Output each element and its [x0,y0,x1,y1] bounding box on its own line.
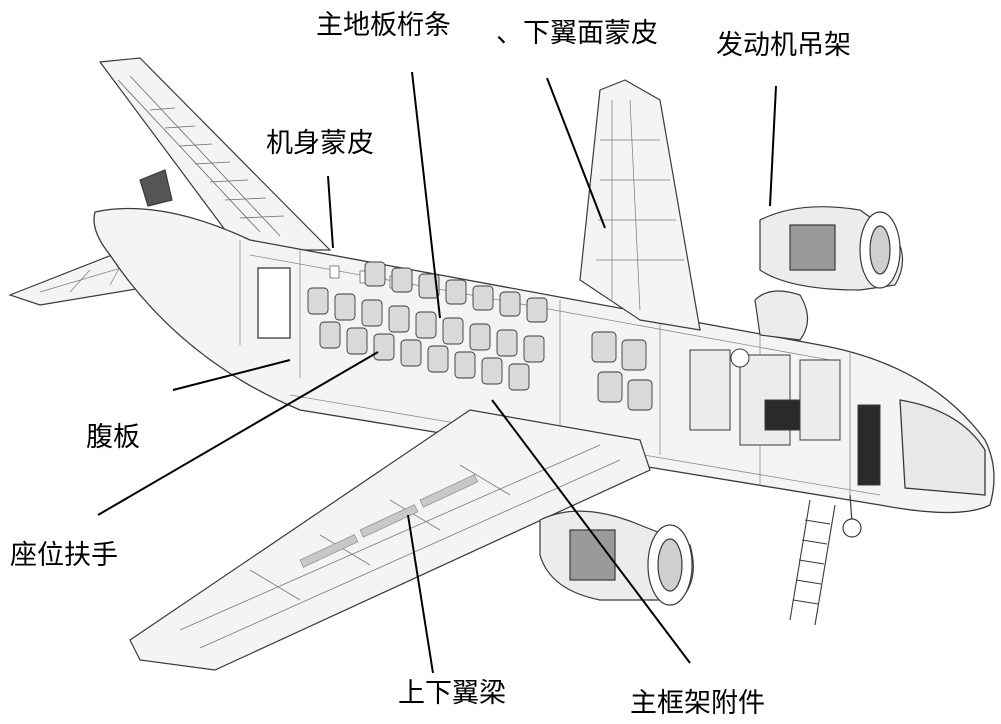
label-lower-wing-skin: 、下翼面蒙皮 [496,18,658,49]
far-wing [579,79,701,331]
main-wing [129,409,651,671]
nose-landing-gear [842,494,862,538]
far-wing-engine [754,290,809,341]
passenger-seats [307,261,653,411]
label-main-floor-stringer: 主地板桁条 [316,10,451,41]
leader-main-floor-stringer [411,71,441,319]
leader-fuselage-skin [327,175,334,249]
label-upper-lower-spar: 上下翼梁 [398,678,506,709]
label-belly-panel: 腹板 [86,422,140,453]
detached-engine [759,206,904,291]
forward-galley [689,348,881,486]
label-fuselage-skin: 机身蒙皮 [266,128,374,159]
leader-lower-wing-skin [546,77,606,229]
leader-seat-armrest [97,351,379,516]
leader-upper-lower-spar [407,514,434,674]
near-engine [539,510,694,606]
leader-main-frame-fitting [491,399,691,664]
label-seat-armrest: 座位扶手 [10,540,118,571]
boarding-stairs [789,499,836,626]
label-main-frame-fitting: 主框架附件 [630,688,765,719]
leader-engine-pylon [769,85,777,207]
leader-belly-panel [172,359,291,391]
label-engine-pylon: 发动机吊架 [716,30,851,61]
vertical-tail [98,57,332,251]
